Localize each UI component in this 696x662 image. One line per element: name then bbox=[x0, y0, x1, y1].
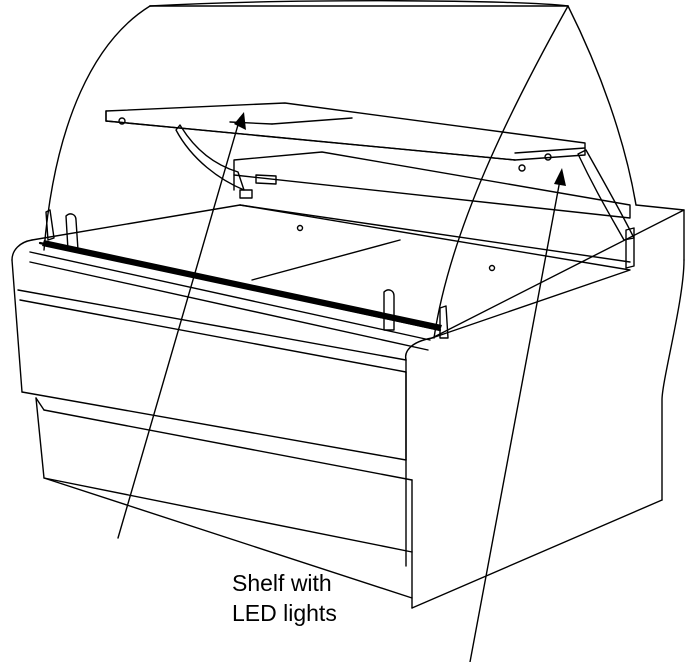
plinth bbox=[35, 397, 413, 609]
shelf-brackets bbox=[175, 124, 635, 241]
front-panel bbox=[11, 239, 407, 567]
leader-lines bbox=[117, 112, 566, 662]
bracket-arrowhead bbox=[554, 168, 566, 186]
shelf-led-callout-line2: LED lights bbox=[232, 600, 337, 626]
shelf-led-callout-line1: Shelf with bbox=[232, 570, 332, 596]
shelf-led-callout: Shelf with LED lights bbox=[232, 568, 337, 628]
cabinet-deck bbox=[31, 204, 631, 339]
front-rail bbox=[29, 240, 442, 351]
led-shelf bbox=[105, 102, 586, 172]
rear-shelf bbox=[233, 151, 631, 219]
curved-glass bbox=[43, 0, 637, 339]
side-panel bbox=[404, 204, 685, 609]
glass-hinges bbox=[45, 209, 635, 339]
shelf-arrowhead bbox=[234, 112, 246, 130]
